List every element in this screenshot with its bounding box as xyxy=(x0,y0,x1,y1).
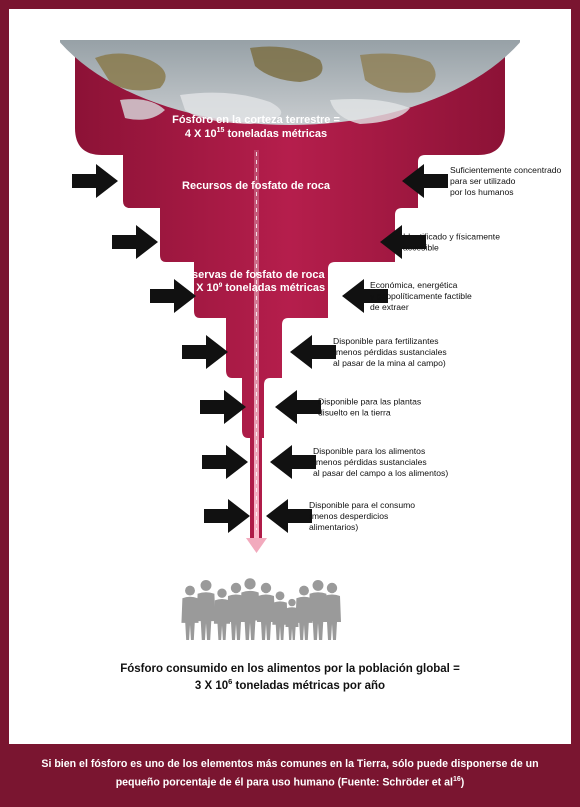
right-arrow-icon xyxy=(342,279,388,313)
consumption-line1: Fósforo consumido en los alimentos por l… xyxy=(120,663,460,675)
side-label-line: al pasar del campo a los alimentos) xyxy=(313,468,448,478)
right-arrow-icon xyxy=(266,499,312,533)
side-label-line: alimentarios) xyxy=(309,522,358,532)
figure-caption: Si bien el fósforo es uno de los element… xyxy=(41,758,539,789)
side-label-line: Disponible para los alimentos xyxy=(313,446,425,456)
person-silhouette xyxy=(227,582,245,640)
side-label-line: Suficientemente concentrado xyxy=(450,165,562,175)
side-label-line: y geopolíticamente factible xyxy=(370,291,472,301)
person-silhouette xyxy=(257,582,275,640)
person-silhouette xyxy=(323,582,341,640)
person-silhouette xyxy=(240,578,260,640)
side-label-line: Económica, energética xyxy=(370,280,458,290)
side-label-line: accesible xyxy=(403,243,439,253)
crust-label-line1: Fósforo en la corteza terrestre = xyxy=(172,114,340,126)
right-arrow-icon xyxy=(380,225,426,259)
side-label-line: al pasar de la mina al campo) xyxy=(333,358,446,368)
rock-reserves-label-line1: Reservas de fosfato de roca = xyxy=(178,269,334,281)
person-silhouette xyxy=(181,585,199,640)
person-silhouette xyxy=(285,598,299,640)
left-arrow-icon xyxy=(72,164,118,198)
person-silhouette xyxy=(196,579,216,640)
left-arrow-icon xyxy=(150,279,196,313)
side-label-line: por los humanos xyxy=(450,187,514,197)
side-label-line: (menos desperdicios xyxy=(309,511,388,521)
side-label-line: Disponible para las plantas xyxy=(318,397,421,407)
left-arrow-icon xyxy=(204,499,250,533)
side-label-line: Disponible para fertilizantes xyxy=(333,336,439,346)
side-label-line: de extraer xyxy=(370,302,409,312)
person-silhouette xyxy=(213,588,231,640)
person-silhouette xyxy=(295,585,313,640)
side-label-line: Disponible para el consumo xyxy=(309,500,415,510)
person-silhouette xyxy=(272,591,288,640)
side-label-line: Identificado y físicamente xyxy=(403,232,500,242)
side-label-line: para ser utilizado xyxy=(450,176,516,186)
arrows-group xyxy=(72,164,448,533)
people-silhouettes xyxy=(181,578,341,640)
funnel-shape xyxy=(75,52,505,538)
left-arrow-icon xyxy=(200,390,246,424)
side-label-line: (menos pérdidas sustanciales xyxy=(333,347,447,357)
consumption-line2: 3 X 106 toneladas métricas por año xyxy=(195,677,385,692)
left-arrow-icon xyxy=(202,445,248,479)
rock-reserves-label-line2: 2 X 109 toneladas métricas xyxy=(187,282,325,294)
earth-image xyxy=(60,40,520,125)
right-arrow-icon xyxy=(290,335,336,369)
right-arrow-icon xyxy=(275,390,321,424)
flow-arrowhead xyxy=(246,538,267,553)
rock-resources-label: Recursos de fosfato de roca xyxy=(182,180,331,192)
side-label-line: disuelto en la tierra xyxy=(318,408,391,418)
person-silhouette xyxy=(308,579,328,640)
right-arrow-icon xyxy=(402,164,448,198)
right-arrow-icon xyxy=(270,445,316,479)
left-arrow-icon xyxy=(182,335,228,369)
crust-label-line2: 4 X 1015 toneladas métricas xyxy=(185,127,327,140)
side-label-line: (menos pérdidas sustanciales xyxy=(313,457,427,467)
left-arrow-icon xyxy=(112,225,158,259)
